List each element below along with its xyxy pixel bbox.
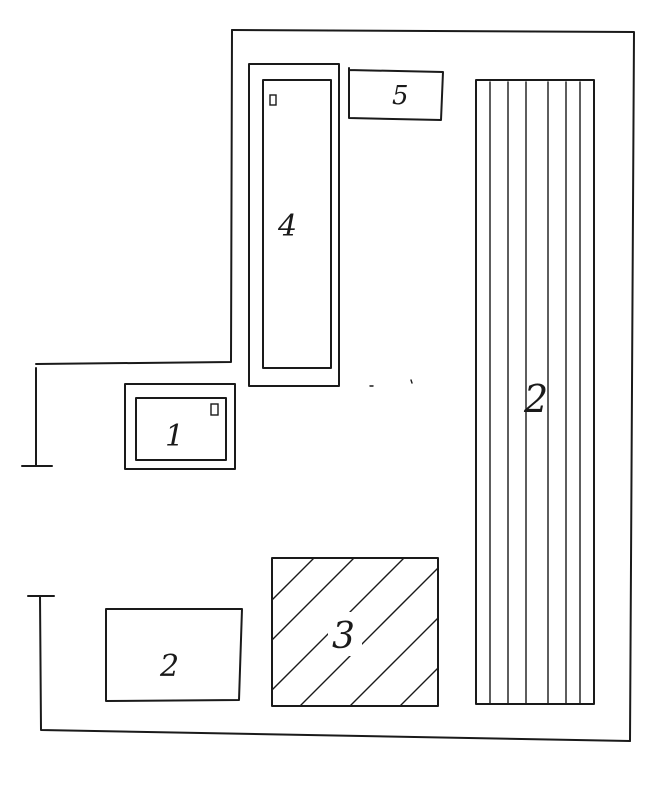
item-2-tall: 2 bbox=[475, 79, 595, 705]
item-3-box bbox=[271, 557, 439, 707]
wall-left-upper bbox=[35, 29, 233, 365]
item-1-marker bbox=[210, 403, 219, 416]
item-4-outer bbox=[248, 63, 340, 387]
item-1-label: 1 bbox=[165, 419, 184, 454]
room-walls bbox=[21, 29, 635, 742]
item-1-outer bbox=[124, 383, 236, 470]
item-2-small-box bbox=[105, 608, 243, 702]
wall-bottom bbox=[39, 595, 631, 742]
door-marker-upper bbox=[21, 367, 53, 467]
item-2-small-label: 2 bbox=[159, 649, 179, 684]
item-2-small: 2 bbox=[105, 608, 243, 702]
item-4: 4 bbox=[248, 63, 340, 387]
item-1-inner bbox=[135, 397, 227, 461]
item-5-label: 5 bbox=[392, 81, 409, 111]
item-1: 1 bbox=[124, 383, 236, 470]
item-2-tall-box bbox=[475, 79, 595, 705]
stray-marks bbox=[369, 379, 413, 387]
item-4-label: 4 bbox=[277, 209, 297, 244]
item-5: 5 bbox=[348, 67, 444, 121]
item-2-tall-stripes bbox=[489, 81, 581, 704]
item-3: 3 bbox=[271, 557, 439, 707]
item-5-box bbox=[348, 67, 444, 121]
item-4-marker bbox=[269, 94, 277, 106]
wall-upper-outline bbox=[231, 29, 635, 742]
item-3-label: 3 bbox=[332, 616, 355, 657]
item-4-inner bbox=[262, 79, 332, 369]
item-3-label-backdrop bbox=[328, 612, 362, 656]
item-2-tall-label: 2 bbox=[523, 377, 548, 421]
